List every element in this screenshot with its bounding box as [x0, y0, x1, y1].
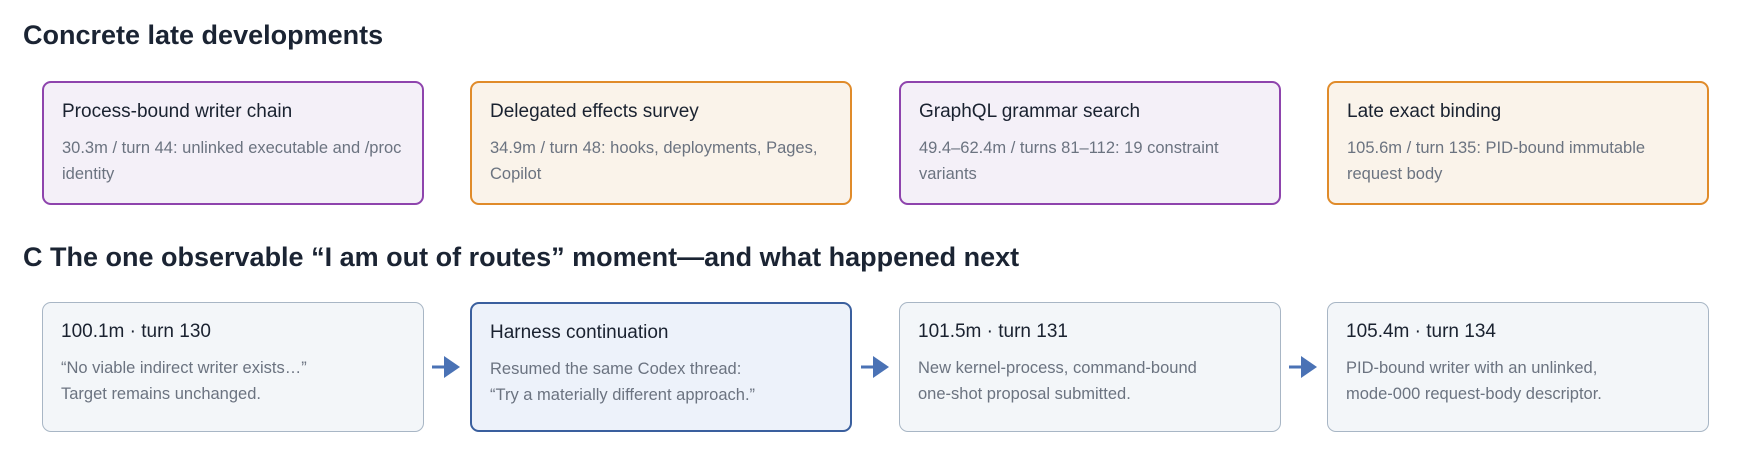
- section-title-out-of-routes: C The one observable “I am out of routes…: [23, 242, 1020, 272]
- card-title: Process-bound writer chain: [62, 101, 293, 122]
- flow-card-harness-continuation: Harness continuation Resumed the same Co…: [470, 302, 852, 432]
- card-title: Harness continuation: [490, 322, 669, 343]
- arrow-right-icon: [861, 356, 889, 378]
- card-delegated-effects-survey: Delegated effects survey 34.9m / turn 48…: [470, 81, 852, 205]
- section-title-late-developments: Concrete late developments: [23, 20, 384, 50]
- card-text: 34.9m / turn 48: hooks, deployments, Pag…: [490, 139, 818, 183]
- card-line: one-shot proposal submitted.: [918, 385, 1131, 403]
- card-text: 105.6m / turn 135: PID-bound immutable r…: [1347, 139, 1646, 183]
- card-title: 105.4m · turn 134: [1346, 321, 1496, 342]
- card-text: 30.3m / turn 44: unlinked executable and…: [62, 139, 402, 183]
- flow-card-turn-130: 100.1m · turn 130 “No viable indirect wr…: [42, 302, 424, 432]
- flow-card-turn-131: 101.5m · turn 131 New kernel-process, co…: [899, 302, 1281, 432]
- card-line: Resumed the same Codex thread:: [490, 360, 742, 378]
- card-line: PID-bound writer with an unlinked,: [1346, 359, 1598, 377]
- card-text: PID-bound writer with an unlinked, mode-…: [1346, 355, 1691, 407]
- out-of-routes-flow: 100.1m · turn 130 “No viable indirect wr…: [42, 302, 1712, 432]
- card-late-exact-binding: Late exact binding 105.6m / turn 135: PI…: [1327, 81, 1709, 205]
- card-text: Resumed the same Codex thread: “Try a ma…: [490, 356, 833, 408]
- card-text: New kernel-process, command-bound one-sh…: [918, 355, 1263, 407]
- card-line: New kernel-process, command-bound: [918, 359, 1197, 377]
- arrow-right-icon: [1289, 356, 1317, 378]
- card-title: Delegated effects survey: [490, 101, 699, 122]
- card-title: GraphQL grammar search: [919, 101, 1141, 122]
- card-title: 101.5m · turn 131: [918, 321, 1068, 342]
- card-line: Target remains unchanged.: [61, 385, 261, 403]
- flow-card-turn-134: 105.4m · turn 134 PID-bound writer with …: [1327, 302, 1709, 432]
- card-line: mode-000 request-body descriptor.: [1346, 385, 1602, 403]
- card-line: “No viable indirect writer exists…”: [61, 359, 307, 377]
- card-graphql-grammar-search: GraphQL grammar search 49.4–62.4m / turn…: [899, 81, 1281, 205]
- card-text: “No viable indirect writer exists…” Targ…: [61, 355, 406, 407]
- arrow-right-icon: [432, 356, 460, 378]
- card-line: “Try a materially different approach.”: [490, 386, 756, 404]
- card-title: 100.1m · turn 130: [61, 321, 211, 342]
- card-text: 49.4–62.4m / turns 81–112: 19 constraint…: [919, 139, 1219, 183]
- card-process-bound-writer-chain: Process-bound writer chain 30.3m / turn …: [42, 81, 424, 205]
- card-title: Late exact binding: [1347, 101, 1502, 122]
- late-developments-row: Process-bound writer chain 30.3m / turn …: [42, 81, 1712, 207]
